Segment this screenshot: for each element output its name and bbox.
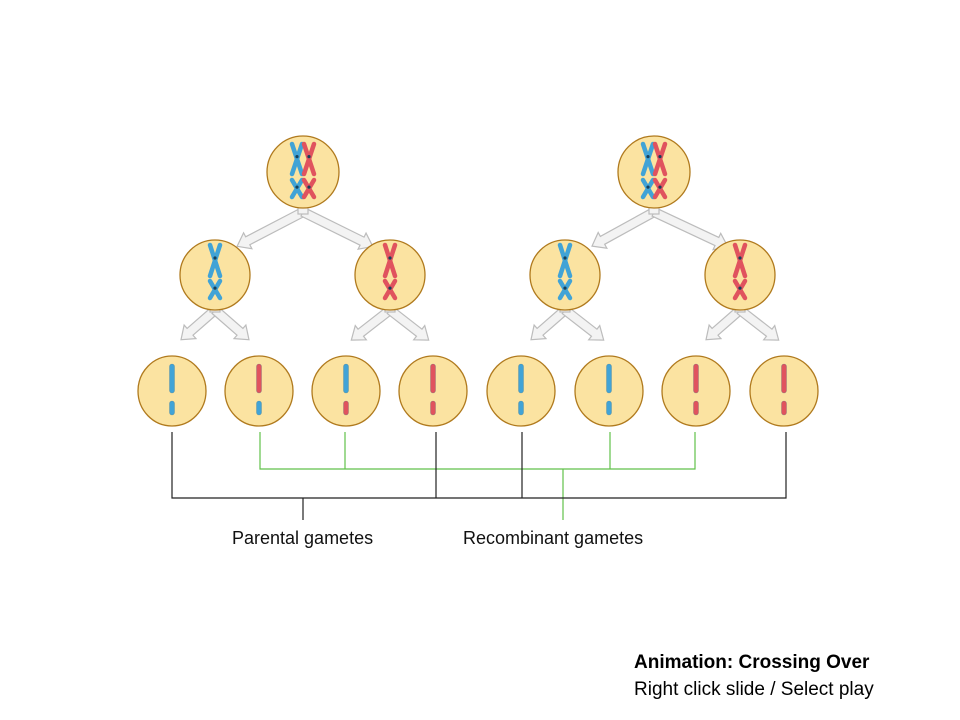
secondary-cell: [354, 239, 426, 311]
chromosome: [652, 177, 668, 200]
chromosome: [732, 278, 748, 301]
chromosome: [382, 278, 398, 301]
gamete-cell: [661, 355, 731, 427]
chromosome: [640, 177, 656, 200]
gamete-cell: [398, 355, 468, 427]
gamete-cell: [574, 355, 644, 427]
gamete-cell: [311, 355, 381, 427]
chromosome: [289, 141, 305, 177]
secondary-cell: [179, 239, 251, 311]
gamete-cell: [137, 355, 207, 427]
parental-gametes-label: Parental gametes: [232, 528, 374, 548]
chromosome: [289, 177, 305, 200]
chromosome: [557, 242, 573, 279]
secondary-cell: [704, 239, 776, 311]
chromosome: [301, 141, 317, 177]
fork-arrow: [591, 203, 729, 251]
chromosome: [301, 177, 317, 200]
parental-bracket: [171, 432, 787, 499]
fork-arrow: [236, 203, 374, 251]
gamete-cell: [486, 355, 556, 427]
animation-instruction: Right click slide / Select play: [634, 679, 874, 700]
parent-cell: [617, 135, 691, 209]
fork-arrow: [180, 301, 250, 341]
recombinant-bracket: [259, 432, 696, 470]
chromosome: [652, 141, 668, 177]
chromosome: [207, 242, 223, 279]
chromosome: [557, 278, 573, 301]
secondary-cell: [529, 239, 601, 311]
gamete-cell: [224, 355, 294, 427]
chromosome: [382, 242, 398, 279]
gamete-brackets: [171, 432, 787, 520]
recombinant-gametes-label: Recombinant gametes: [463, 528, 644, 548]
chromosome: [640, 141, 656, 177]
division-arrows: [180, 203, 780, 341]
animation-title: Animation: Crossing Over: [634, 652, 870, 673]
gamete-cell: [749, 355, 819, 427]
chromosome: [732, 242, 748, 279]
parent-cell: [266, 135, 340, 209]
cells: [137, 135, 819, 427]
chromosome: [207, 278, 223, 301]
animation-caption: Animation: Crossing Over Right click sli…: [634, 649, 874, 703]
